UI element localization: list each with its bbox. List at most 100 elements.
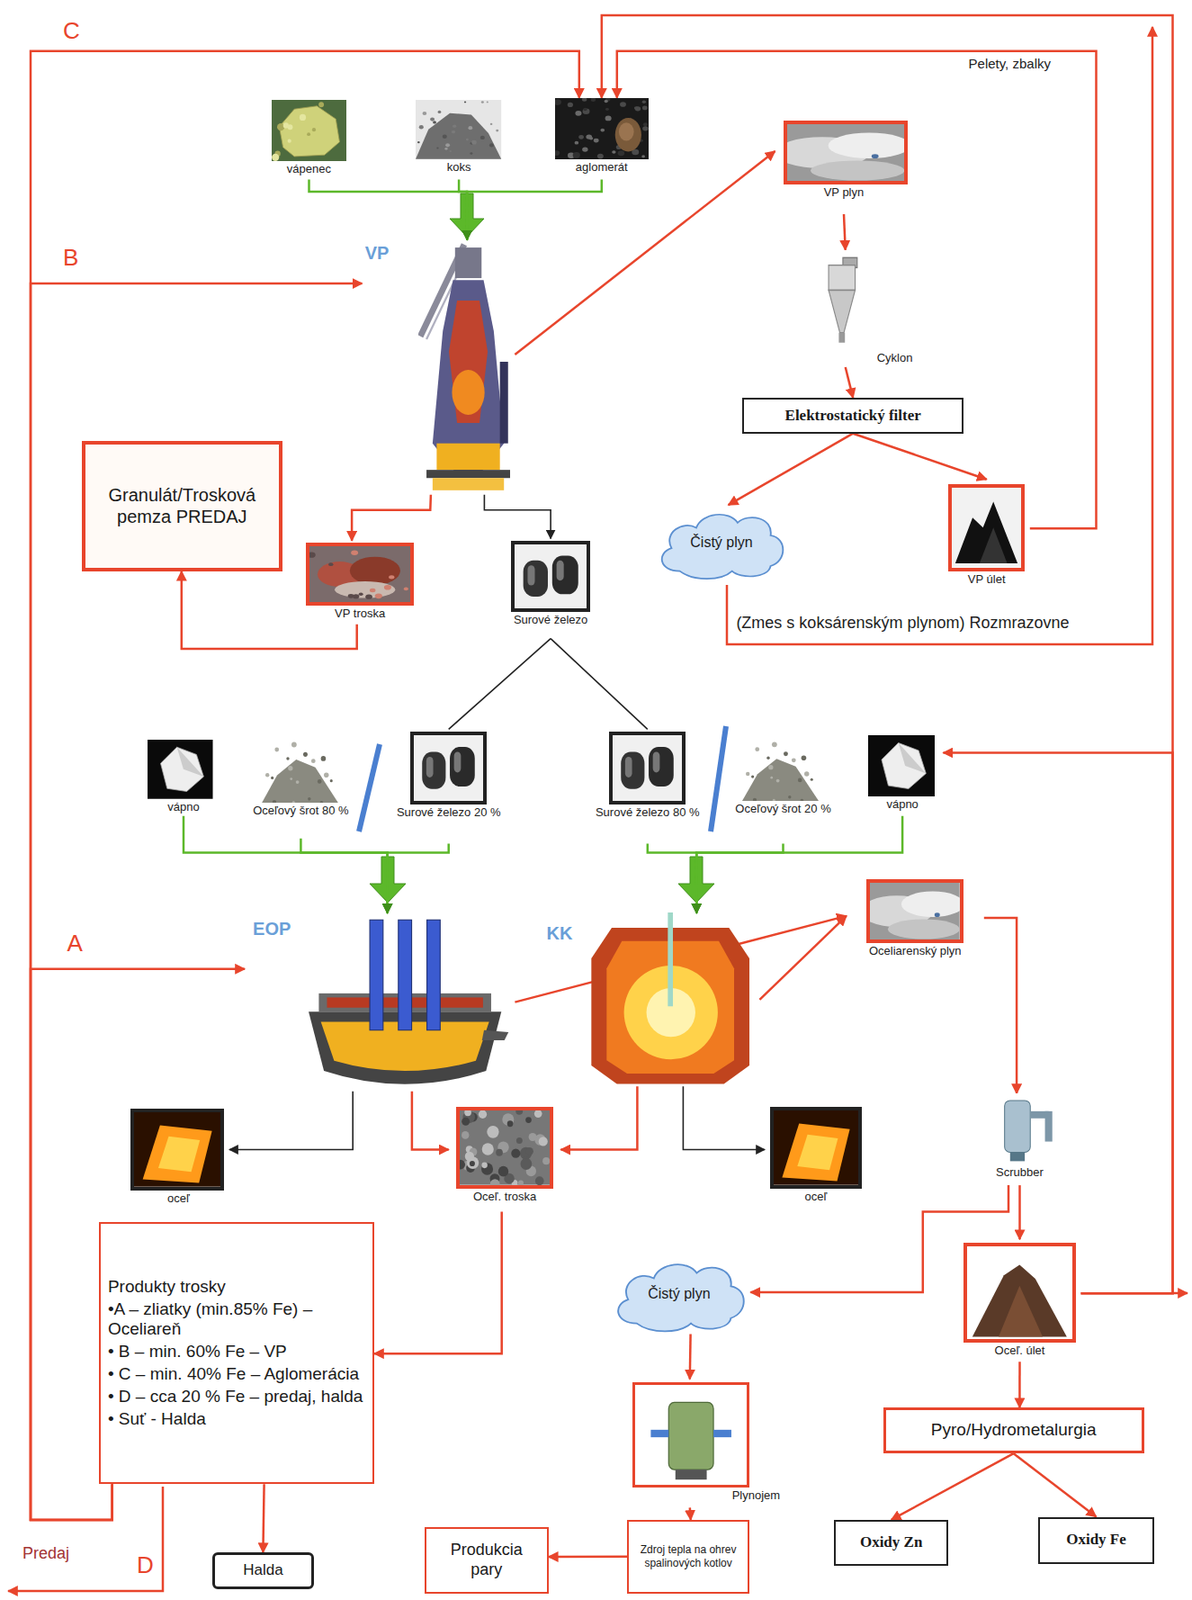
photo-shape	[270, 776, 274, 780]
note-label: Predaj	[22, 1543, 70, 1563]
photo-shape	[330, 779, 333, 782]
photo-shape	[286, 756, 290, 761]
flow-arrow	[845, 367, 854, 398]
process-box: Elektrostatický filter	[742, 397, 964, 434]
photo-frame	[609, 731, 686, 806]
flow-arrow	[262, 1483, 264, 1552]
box-text: • D – cca 20 % Fe – predaj, halda	[107, 1386, 366, 1408]
photo-shape	[781, 1122, 850, 1181]
photo-shape	[604, 115, 611, 121]
process-box: Oxidy Zn	[833, 1519, 949, 1566]
caption: Cyklon	[789, 351, 913, 366]
photo-shape	[495, 1148, 503, 1157]
photo-shape	[464, 1151, 474, 1162]
caption: aglomerát	[550, 161, 653, 175]
photo-shape	[585, 134, 592, 139]
photo-shape	[827, 132, 905, 159]
edge-label: C	[61, 17, 82, 45]
photo-shape	[787, 124, 905, 181]
photo-shape	[177, 746, 205, 777]
caption-wrap: Surové železo 80 %	[591, 806, 704, 820]
photo-shape	[415, 113, 502, 160]
photo-frame	[742, 739, 819, 801]
photo-shape	[490, 123, 493, 126]
photo-shape	[318, 101, 324, 108]
photo-shape	[334, 581, 395, 599]
photo-shape	[542, 1156, 550, 1165]
photo-shape	[271, 99, 348, 162]
photo-shape	[635, 1384, 747, 1485]
furnace-shape	[451, 369, 484, 415]
photo-shape	[742, 739, 819, 801]
flow-arrow	[1018, 1361, 1022, 1408]
photo-shape	[486, 1125, 500, 1139]
photo-shape	[320, 800, 324, 803]
photo-shape	[265, 772, 269, 778]
furnace-drawing	[581, 912, 760, 1086]
photo-shape	[525, 1116, 532, 1123]
photo-shape	[590, 98, 595, 102]
material-image: Oceľový šrot 80 %	[250, 735, 352, 838]
material-image: vápenec	[262, 98, 355, 180]
caption: Oceľ. troska	[448, 1190, 562, 1204]
photo-shape	[641, 154, 646, 158]
photo-shape	[446, 143, 451, 147]
photo-shape	[464, 100, 467, 103]
photo-shape	[478, 1110, 487, 1119]
flow-arrow	[843, 214, 846, 251]
text-wrap: Produkcia pary	[433, 1540, 540, 1579]
photo-shape	[134, 1111, 221, 1187]
photo-shape	[352, 593, 359, 599]
flow-arrow	[548, 1554, 628, 1558]
caption-wrap: koks	[412, 161, 505, 175]
photo-shape	[292, 800, 296, 803]
furnace-unit: VP	[361, 239, 515, 494]
photo-shape	[510, 1147, 520, 1157]
photo-shape	[650, 1429, 669, 1437]
flow-arrow	[852, 433, 986, 480]
photo-shape	[951, 487, 1022, 567]
material-image: Oceľ. troska	[448, 1104, 562, 1212]
caption-wrap: VP plyn	[774, 186, 913, 200]
caption-wrap: Oceľ. troska	[448, 1190, 562, 1204]
furnace-shape	[398, 919, 413, 1030]
photo-shape	[349, 556, 401, 585]
photo-shape	[261, 739, 339, 803]
process-box: Granulát/Trosková pemza PREDAJ	[81, 440, 283, 572]
box-text: Elektrostatický filter	[751, 406, 955, 425]
photo-shape	[788, 795, 791, 798]
photo-shape	[459, 1110, 551, 1185]
flow-arrow	[30, 51, 580, 1520]
photo-frame	[130, 1108, 225, 1191]
process-box: Halda	[212, 1551, 314, 1588]
photo-frame	[948, 483, 1025, 571]
furnace-drawing	[300, 917, 510, 1092]
caption: Surové železo 80 %	[591, 806, 704, 820]
out-stub	[1173, 1291, 1188, 1295]
photo-shape	[934, 912, 941, 917]
photo-shape	[459, 1159, 466, 1170]
caption: Surové železo 20 %	[392, 806, 505, 820]
photo-frame	[555, 98, 649, 160]
photo-shape	[642, 105, 648, 110]
caption-wrap: oceľ	[764, 1190, 867, 1204]
photo-shape	[592, 138, 599, 144]
photo-shape	[742, 739, 819, 801]
photo-shape	[469, 1160, 476, 1166]
caption-wrap: Oceliarenský plyn	[846, 944, 985, 959]
photo-shape	[789, 250, 892, 350]
process-box: Produkcia pary	[424, 1526, 549, 1594]
furnace-shape	[432, 478, 504, 492]
photo-shape	[311, 758, 316, 763]
divider-bar	[358, 743, 380, 832]
photo-shape	[979, 528, 1008, 565]
photo-shape	[134, 1111, 221, 1187]
text-wrap: Granulát/Trosková pemza PREDAJ	[92, 483, 272, 528]
caption: oceľ	[127, 1192, 230, 1206]
caption: Oceľový šrot 20 %	[732, 802, 834, 816]
flow-arrow	[1018, 1184, 1022, 1239]
photo-shape	[403, 587, 409, 592]
flow-arrow	[374, 1211, 502, 1354]
edge-label: Pelety, zbalky	[967, 55, 1053, 72]
